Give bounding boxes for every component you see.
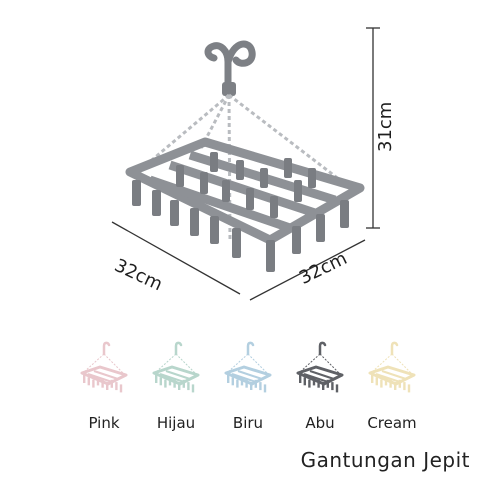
variant-hijau[interactable]: Hijau <box>140 340 212 432</box>
variant-abu[interactable]: Abu <box>284 340 356 432</box>
hanger-thumbnail-icon <box>152 341 200 393</box>
hanger-thumbnail-icon <box>296 341 344 393</box>
hanger-thumbnail-icon <box>80 341 128 393</box>
height-dimension-label: 31cm <box>375 101 396 152</box>
variant-label: Hijau <box>156 414 196 432</box>
variant-label: Abu <box>305 414 335 432</box>
hanger-thumbnail-icon <box>368 341 416 393</box>
hanger-frame <box>125 137 365 245</box>
dimension-lines <box>111 27 380 301</box>
hanger-illustration <box>111 27 380 301</box>
clothespin-clips <box>132 152 349 272</box>
color-variants: Pink Hijau Biru Abu Cream <box>68 340 428 432</box>
variant-label: Biru <box>232 414 264 432</box>
hook-icon <box>204 40 256 94</box>
variant-cream[interactable]: Cream <box>356 340 428 432</box>
hanger-thumbnail-icon <box>224 341 272 393</box>
product-title: Gantungan Jepit <box>300 448 470 472</box>
variant-pink[interactable]: Pink <box>68 340 140 432</box>
variant-label: Pink <box>88 414 120 432</box>
variant-label: Cream <box>367 414 417 432</box>
variant-biru[interactable]: Biru <box>212 340 284 432</box>
